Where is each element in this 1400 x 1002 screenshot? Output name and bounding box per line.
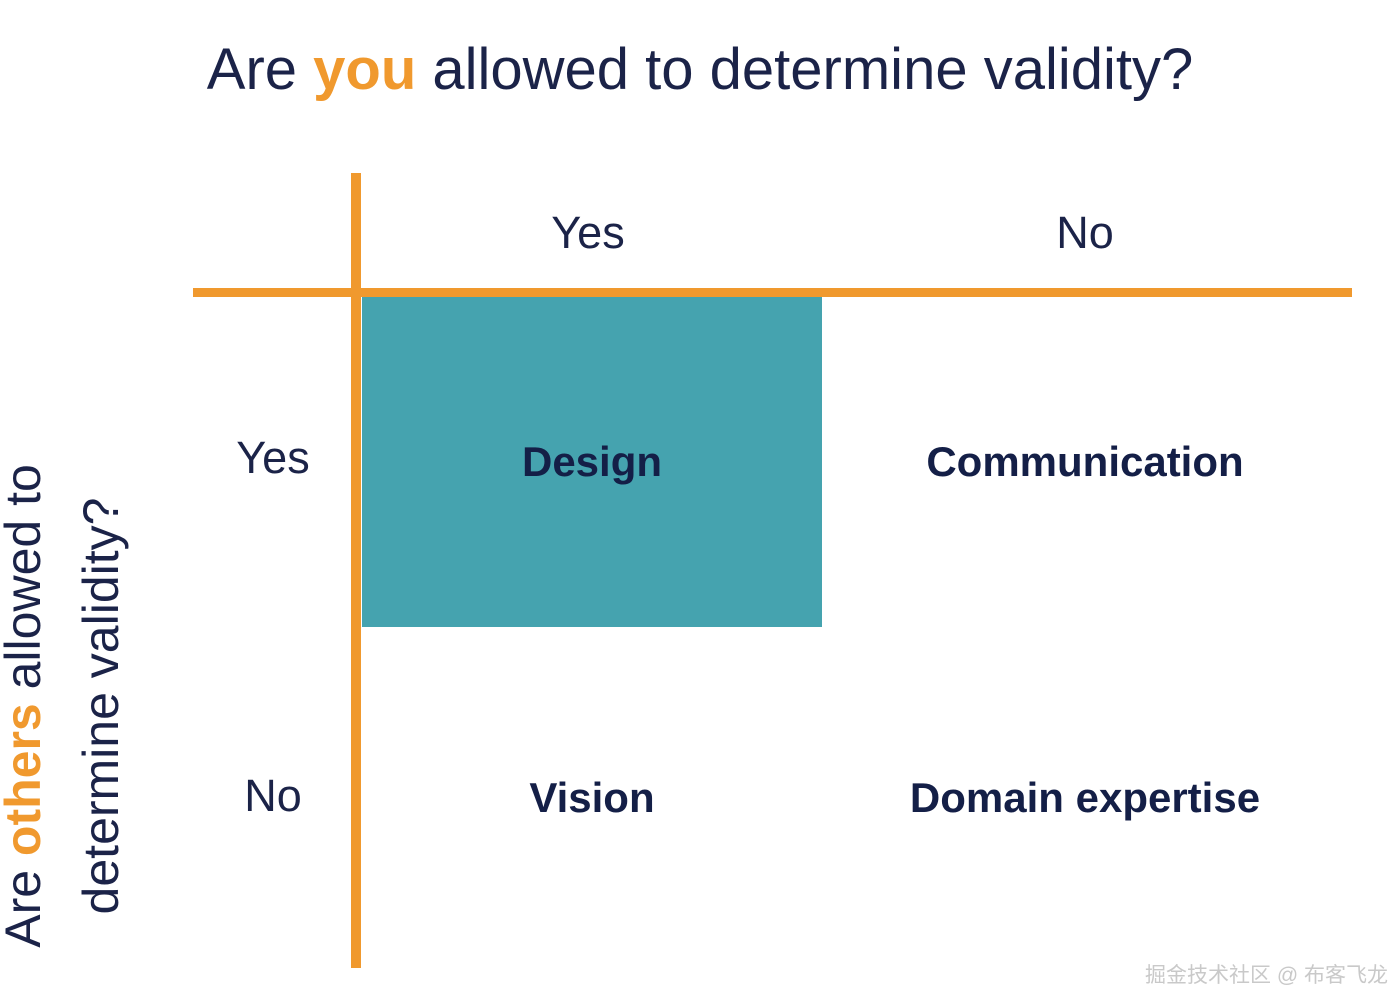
highlight-cell-design (362, 297, 822, 627)
horizontal-axis-line (193, 288, 1352, 297)
title-text-after: allowed to determine validity? (416, 37, 1194, 102)
row-header-no: No (244, 770, 302, 821)
watermark: 掘金技术社区 @ 布客飞龙 (1145, 964, 1388, 987)
page-title: Are you allowed to determine validity? (0, 34, 1400, 106)
cell-label-vision: Vision (529, 774, 655, 821)
y-axis-label-line2: determine validity? (73, 497, 129, 915)
row-header-yes: Yes (236, 432, 310, 483)
y-axis-label: Are others allowed to determine validity… (0, 326, 147, 1002)
cell-label-design: Design (521, 438, 663, 485)
column-header-no: No (1056, 207, 1114, 258)
y-axis-label-before: Are (0, 856, 51, 948)
column-header-yes: Yes (551, 207, 625, 258)
title-accent-you: you (313, 37, 417, 102)
vertical-axis-line (351, 173, 361, 968)
y-axis-label-after: allowed to (0, 464, 51, 704)
title-text-before: Are (206, 37, 314, 102)
y-axis-label-accent-others: others (0, 703, 51, 857)
cell-label-communication: Communication (926, 438, 1244, 485)
y-axis-label-line1: Are others allowed to (0, 464, 62, 948)
cell-label-domain-expertise: Domain expertise (909, 774, 1261, 821)
